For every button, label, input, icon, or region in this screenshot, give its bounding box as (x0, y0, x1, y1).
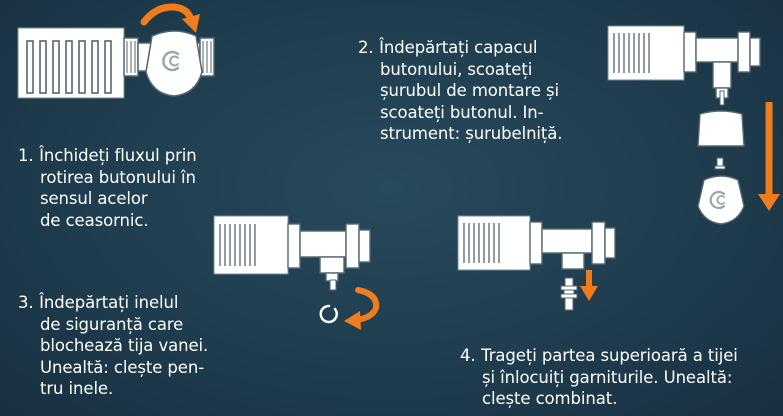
radiator-icon (17, 27, 125, 99)
retaining-ring-icon (319, 304, 338, 324)
step-2-line-2: butonului, scoateți (380, 59, 533, 79)
valve-stem-icon (560, 277, 578, 311)
remove-ring-arrow-icon (344, 287, 380, 330)
step-2-line-4: scoateți butonul. In- (380, 102, 544, 122)
step-1-line-4: de ceasornic. (40, 210, 149, 230)
thermostat-knob-icon (145, 30, 203, 97)
step3-illustration (213, 215, 380, 330)
down-arrow-icon (758, 102, 780, 211)
step-3-text: 3. Îndepărtați inelul de siguranță care … (18, 292, 208, 400)
step1-illustration (17, 3, 215, 99)
valve-body-icon (529, 221, 616, 270)
step4-illustration (457, 215, 616, 311)
thermostat-knob-icon (697, 175, 745, 225)
step-4-text: 4. Trageți partea superioară a tijei și … (460, 345, 738, 410)
step-3-line-1: Îndepărtați inelul (39, 293, 179, 312)
step-1-number: 1. (18, 146, 34, 165)
step-3-line-2: de siguranță care (40, 314, 184, 334)
step-2-line-3: șurubul de montare și (380, 81, 560, 100)
rotate-clockwise-arrow-icon (140, 3, 200, 33)
step-1-line-1: Închideți fluxul prin (39, 146, 197, 165)
valve-stem-icon (329, 279, 337, 291)
step2-illustration (607, 25, 780, 225)
step-1-text: 1. Închideți fluxul prin rotirea butonul… (18, 145, 197, 231)
step-2-number: 2. (358, 38, 374, 57)
valve-stem-icon (719, 90, 725, 106)
step-2-line-5: strument: șurubelniță. (380, 124, 563, 143)
step-1-line-3: sensul acelor (40, 189, 148, 208)
step-3-line-4: Unealtă: clește pen- (40, 357, 205, 377)
step-2-text: 2. Îndepărtați capacul butonului, scoate… (358, 37, 563, 145)
radiator-icon (457, 215, 531, 271)
step-3-line-5: tru inele. (40, 379, 114, 398)
screw-icon (714, 157, 726, 170)
step-4-line-2: și înlocuiți garniturile. Unealtă: (482, 367, 733, 387)
step-4-line-3: clește combinat. (482, 389, 618, 408)
radiator-icon (213, 215, 289, 275)
knob-cap-icon (697, 110, 745, 147)
step-4-line-1: Trageți partea superioară a tijei (481, 346, 738, 365)
valve-body-icon (683, 31, 761, 99)
step-3-number: 3. (18, 293, 34, 312)
step-3-line-3: blochează tija vanei. (40, 336, 209, 355)
pull-down-arrow-icon (580, 270, 598, 301)
radiator-icon (607, 25, 685, 81)
valve-body-icon (287, 223, 371, 282)
step-1-line-2: rotirea butonului în (40, 167, 196, 187)
step-4-number: 4. (460, 346, 476, 365)
step-2-line-1: Îndepărtați capacul (379, 38, 538, 57)
